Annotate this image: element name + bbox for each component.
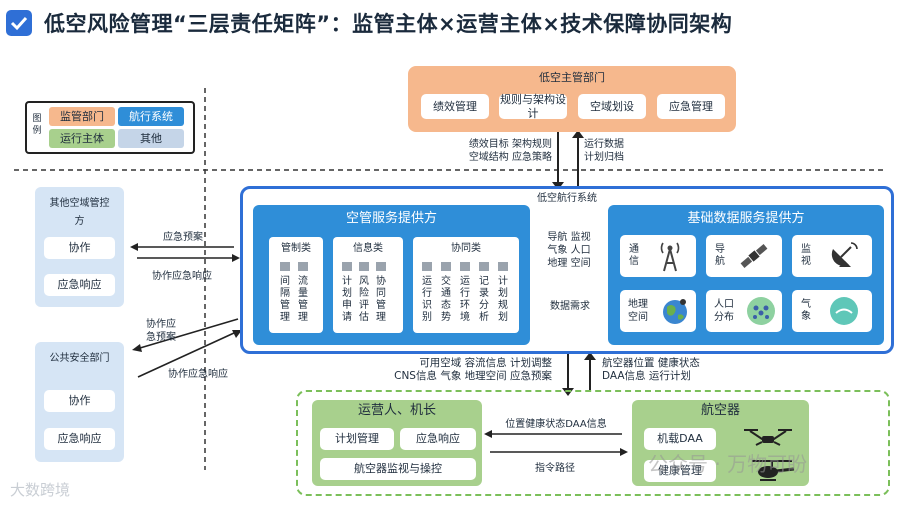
- regulator-performance: 绩效管理: [421, 94, 489, 119]
- flow-regulator-up: 运行数据 计划归档: [584, 139, 624, 163]
- base-cell-comm-label: 通信: [629, 244, 639, 267]
- atm-info-col-2: 风险评估: [359, 276, 369, 323]
- satellite-icon: [734, 238, 774, 274]
- atm-coord-col-3: 运行环境: [460, 276, 470, 323]
- atm-coord-col-2: 交通态势: [441, 276, 451, 323]
- atm-coord-col-4: 记录分析: [479, 276, 489, 323]
- atm-coord-col-5: 计划规划: [498, 276, 508, 323]
- legend-operator: 运行主体: [49, 129, 115, 148]
- legend-label: 图例: [32, 114, 42, 136]
- legend-navigation-system: 航行系统: [118, 107, 184, 126]
- checkbox-icon: [342, 262, 352, 271]
- legend-regulator: 监管部门: [49, 107, 115, 126]
- weather-icon: [822, 293, 866, 329]
- drone-icon: [738, 424, 798, 450]
- atm-info-col-1: 计划申请: [342, 276, 352, 323]
- public-security-cooperate: 协作: [44, 390, 115, 412]
- watermark-right: 公众号 · 万物可盼: [648, 452, 808, 476]
- public-security-emergency: 应急响应: [44, 428, 115, 450]
- aircraft-daa: 机载DAA: [644, 428, 716, 450]
- app-logo-icon: [6, 10, 32, 36]
- flow-label-base-data: 导航 监视 气象 人口 地理 空间: [547, 232, 591, 269]
- watermark-left: 大数跨境: [10, 481, 71, 499]
- checkbox-icon: [498, 262, 508, 271]
- atm-group-control: [269, 237, 323, 333]
- public-security-title: 公共安全部门: [49, 353, 110, 364]
- regulator-airspace: 空域划设: [578, 94, 646, 119]
- checkbox-icon: [460, 262, 470, 271]
- aircraft-title: 航空器: [700, 403, 740, 418]
- atm-group-info-title: 信息类: [353, 243, 383, 254]
- base-cell-nav: [706, 235, 782, 277]
- helicopter-icon: [744, 456, 800, 484]
- flow-label-coop-response-top: 协作应急响应: [152, 271, 212, 282]
- flow-label-command-path: 指令路径: [535, 463, 575, 474]
- checkbox-icon: [422, 262, 432, 271]
- flow-label-aircraft-status: 位置健康状态DAA信息: [505, 419, 607, 430]
- flow-label-coop-response-bottom: 协作应急响应: [168, 369, 228, 380]
- regulator-emergency: 应急管理: [657, 94, 725, 119]
- flow-label-emergency-plan: 应急预案: [163, 232, 203, 243]
- atm-control-col-2: 流量管理: [298, 276, 308, 323]
- atm-title: 空管服务提供方: [345, 211, 437, 226]
- atm-group-control-title: 管制类: [281, 243, 311, 254]
- base-cell-geo-label: 地理空间: [628, 299, 648, 323]
- operator-title: 运营人、机长: [357, 403, 436, 418]
- checkbox-icon: [280, 262, 290, 271]
- radar-dish-icon: [822, 238, 866, 274]
- flow-regulator-down: 绩效目标 架构规则 空域结构 应急策略: [468, 139, 552, 163]
- navigation-system-label: 低空航行系统: [537, 193, 597, 204]
- base-cell-surv-label: 监视: [801, 244, 811, 267]
- legend-other: 其他: [118, 129, 184, 148]
- atm-group-coord: [413, 237, 519, 333]
- checkbox-icon: [376, 262, 386, 271]
- antenna-tower-icon: [650, 238, 690, 274]
- flow-label-coop-plan: 协作应 急预案: [146, 319, 176, 343]
- flow-label-data-demand: 数据需求: [550, 301, 590, 312]
- base-data-title: 基础数据服务提供方: [687, 211, 805, 226]
- atm-group-info: [333, 237, 403, 333]
- operator-monitor-control: 航空器监视与操控: [320, 458, 476, 480]
- aircraft-health: 健康管理: [644, 460, 716, 482]
- operator-emergency: 应急响应: [400, 428, 476, 450]
- atm-info-col-3: 协同管理: [376, 276, 386, 323]
- flow-label-to-system: 航空器位置 健康状态 DAA信息 运行计划: [602, 357, 700, 382]
- other-airspace-cooperate: 协作: [44, 237, 115, 259]
- regulator-title: 低空主管部门: [539, 71, 605, 84]
- checkbox-icon: [359, 262, 369, 271]
- operations-frame: [296, 390, 890, 496]
- atm-coord-col-1: 运行识别: [422, 276, 432, 323]
- atm-control-col-1: 间隔管理: [280, 276, 290, 323]
- page-title: 低空风险管理“三层责任矩阵”：监管主体×运营主体×技术保障协同架构: [44, 12, 733, 36]
- other-airspace-title: 其他空域管控方: [49, 198, 110, 227]
- other-airspace-emergency: 应急响应: [44, 274, 115, 296]
- regulator-rules-design: 规则与架构设计: [499, 92, 567, 120]
- checkbox-icon: [298, 262, 308, 271]
- flow-label-to-operator: 可用空域 容流信息 计划调整 CNS信息 气象 地理空间 应急预案: [394, 357, 552, 382]
- legend: [25, 101, 195, 154]
- base-cell-weather-label: 气象: [801, 299, 811, 322]
- base-cell-pop-label: 人口分布: [714, 299, 734, 323]
- checkbox-icon: [441, 262, 451, 271]
- checkbox-icon: [479, 262, 489, 271]
- base-cell-nav-label: 导航: [715, 244, 725, 267]
- atm-group-coord-title: 协同类: [451, 243, 481, 254]
- population-icon: [742, 293, 780, 329]
- globe-icon: [656, 293, 694, 329]
- operator-plan-management: 计划管理: [320, 428, 394, 450]
- base-cell-comm: [620, 235, 696, 277]
